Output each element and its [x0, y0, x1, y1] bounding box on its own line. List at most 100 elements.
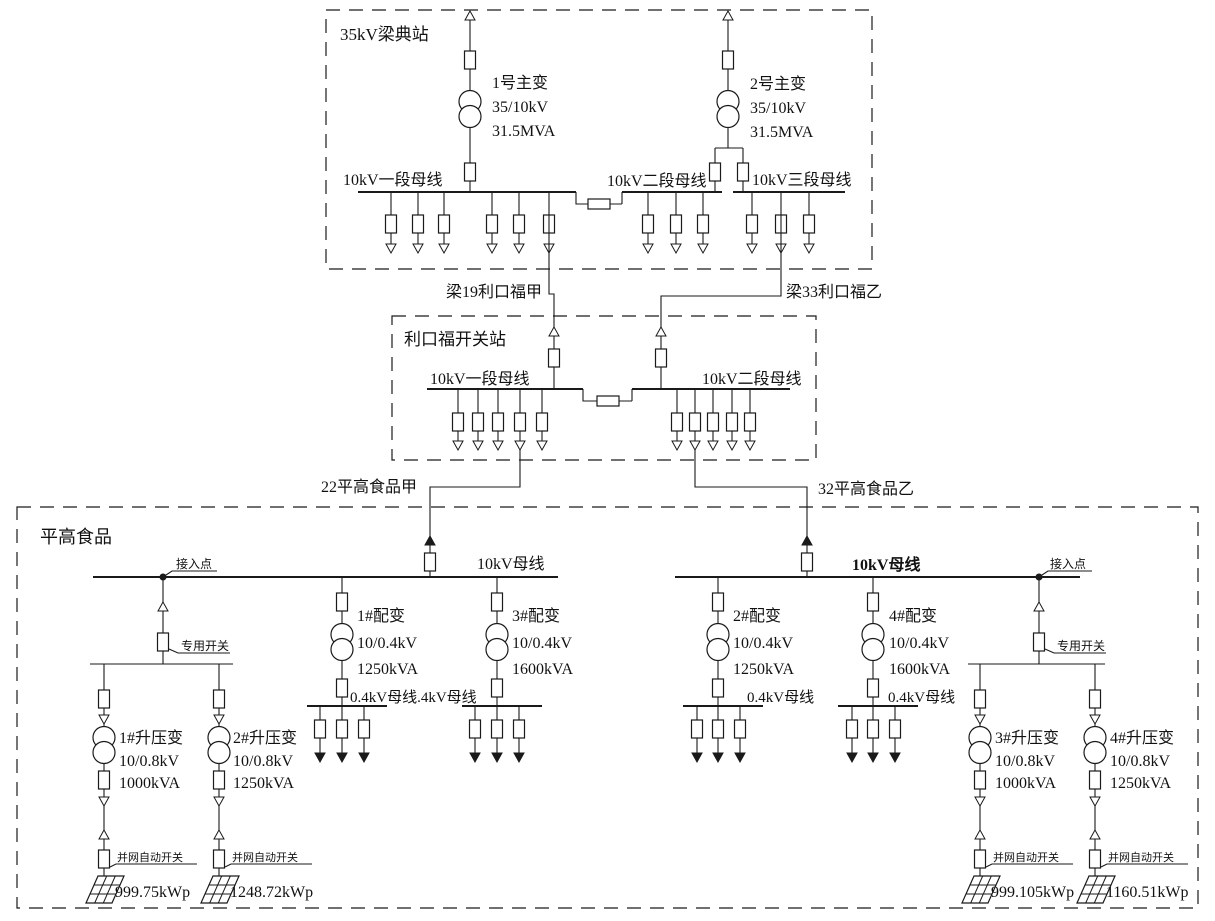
- tie-lines: 梁19利口福甲 梁33利口福乙 22平高食品甲 32平高食品乙: [321, 192, 914, 577]
- arrow-up-icon: [1033, 601, 1045, 612]
- breaker-icon: [547, 348, 561, 368]
- breaker-icon: [845, 719, 859, 739]
- transformer-name: 1#升压变: [119, 729, 183, 747]
- grid-switch-icon: [973, 849, 987, 869]
- arrow-down-icon: [336, 752, 348, 763]
- breaker-icon: [512, 214, 526, 234]
- breaker-icon: [463, 162, 477, 182]
- breaker-icon: [357, 719, 371, 739]
- grid-switch-icon: [1088, 849, 1102, 869]
- arrow-down-icon: [438, 243, 450, 254]
- arrow-up-icon: [464, 10, 476, 21]
- pv-capacity: 1248.72kWp: [230, 884, 313, 901]
- grid-switch-icon: [212, 849, 226, 869]
- line-label-yi32: 32平高食品乙: [818, 480, 914, 498]
- transformer-capacity: 1250kVA: [1110, 775, 1171, 792]
- grid-switch-label: 并网自动开关: [993, 850, 1059, 864]
- line-label-yi33: 梁33利口福乙: [786, 283, 882, 301]
- access-point-label: 接入点: [176, 556, 212, 571]
- arrow-up-icon: [722, 10, 734, 21]
- transformer-capacity: 31.5MVA: [492, 123, 556, 140]
- bus-tie-breaker-icon: [596, 395, 620, 407]
- transformer-name: 3#升压变: [995, 729, 1059, 747]
- breaker-icon: [733, 719, 747, 739]
- breaker-icon: [335, 719, 349, 739]
- arrow-down-icon: [689, 440, 701, 451]
- breaker-icon: [725, 412, 739, 432]
- station-liangdian: 35kV梁典站 1号主变 35/10kV 31.5MVA 2号主变 35/10k…: [325, 9, 873, 270]
- arrow-down-icon: [746, 243, 758, 254]
- arrow-down-icon: [712, 752, 724, 763]
- station-title: 35kV梁典站: [340, 25, 429, 44]
- arrow-down-icon: [452, 440, 464, 451]
- breaker-icon: [690, 719, 704, 739]
- arrow-up-icon: [98, 829, 110, 840]
- arrow-down-icon: [358, 752, 370, 763]
- grid-switch-label: 并网自动开关: [1108, 850, 1174, 864]
- transformer-capacity: 1600kVA: [889, 661, 950, 678]
- arrow-down-icon: [803, 243, 815, 254]
- arrow-down-icon: [412, 243, 424, 254]
- lv-bus-label: 0.4kV母线: [888, 689, 955, 706]
- arrow-down-icon: [734, 752, 746, 763]
- arrow-down-icon: [491, 752, 503, 763]
- breaker-icon: [654, 348, 668, 368]
- transformer-ratio: 10/0.8kV: [233, 753, 293, 770]
- transformer-name: 2号主变: [750, 75, 806, 93]
- transformer-ratio: 10/0.8kV: [1110, 753, 1170, 770]
- breaker-icon: [490, 719, 504, 739]
- transformer-ratio: 35/10kV: [750, 100, 806, 117]
- breaker-icon: [535, 412, 549, 432]
- junction-dot: [1035, 573, 1043, 581]
- breaker-icon: [335, 678, 349, 698]
- bus-label: 10kV母线: [477, 555, 545, 573]
- breaker-icon: [711, 719, 725, 739]
- breaker-icon: [800, 552, 814, 572]
- breaker-icon: [802, 214, 816, 234]
- arrow-up-icon: [655, 326, 667, 337]
- grid-switch-icon: [97, 849, 111, 869]
- breaker-icon: [696, 214, 710, 234]
- transformer-ratio: 10/0.4kV: [512, 635, 572, 652]
- arrow-up-icon: [1089, 829, 1101, 840]
- breaker-icon: [97, 689, 111, 709]
- pv-capacity: 999.75kWp: [115, 884, 190, 901]
- transformer-name: 4#配变: [889, 607, 937, 625]
- arrow-down-icon: [98, 714, 110, 725]
- junction-dot: [159, 573, 167, 581]
- arrow-up-icon: [801, 535, 813, 546]
- transformer-capacity: 1250kVA: [357, 661, 418, 678]
- arrow-down-icon: [469, 752, 481, 763]
- access-point-label: 接入点: [1050, 556, 1086, 571]
- pinggao-buses: [93, 576, 1080, 707]
- arrow-down-icon: [867, 752, 879, 763]
- transformer-capacity: 31.5MVA: [750, 124, 814, 141]
- bus-label: 10kV一段母线: [430, 370, 530, 388]
- arrow-down-icon: [98, 796, 110, 807]
- transformer-icon: [207, 725, 231, 765]
- line-label-jia19: 梁19利口福甲: [446, 283, 542, 301]
- breaker-icon: [512, 719, 526, 739]
- transformer-icon: [706, 622, 730, 662]
- arrow-down-icon: [726, 440, 738, 451]
- breaker-icon: [463, 50, 477, 70]
- breaker-icon: [384, 214, 398, 234]
- breaker-icon: [973, 689, 987, 709]
- breaker-icon: [1088, 770, 1102, 790]
- arrow-down-icon: [472, 440, 484, 451]
- breaker-icon: [491, 412, 505, 432]
- breaker-icon: [451, 412, 465, 432]
- breaker-icon: [866, 678, 880, 698]
- breaker-icon: [708, 162, 722, 182]
- breaker-icon: [670, 412, 684, 432]
- breaker-icon: [973, 770, 987, 790]
- transformer-ratio: 10/0.4kV: [889, 635, 949, 652]
- pinggao-boundary: [16, 506, 1199, 909]
- transformer-ratio: 10/0.8kV: [995, 753, 1055, 770]
- pinggao-wiring: [90, 577, 1105, 876]
- arrow-down-icon: [642, 243, 654, 254]
- bus-tie-breaker-icon: [587, 198, 611, 210]
- lv-bus-label: 0.4kV母线: [747, 689, 814, 706]
- transformer-ratio: 10/0.4kV: [357, 635, 417, 652]
- lv-bus-label: 0.4kV母线.4kV母线: [350, 689, 477, 706]
